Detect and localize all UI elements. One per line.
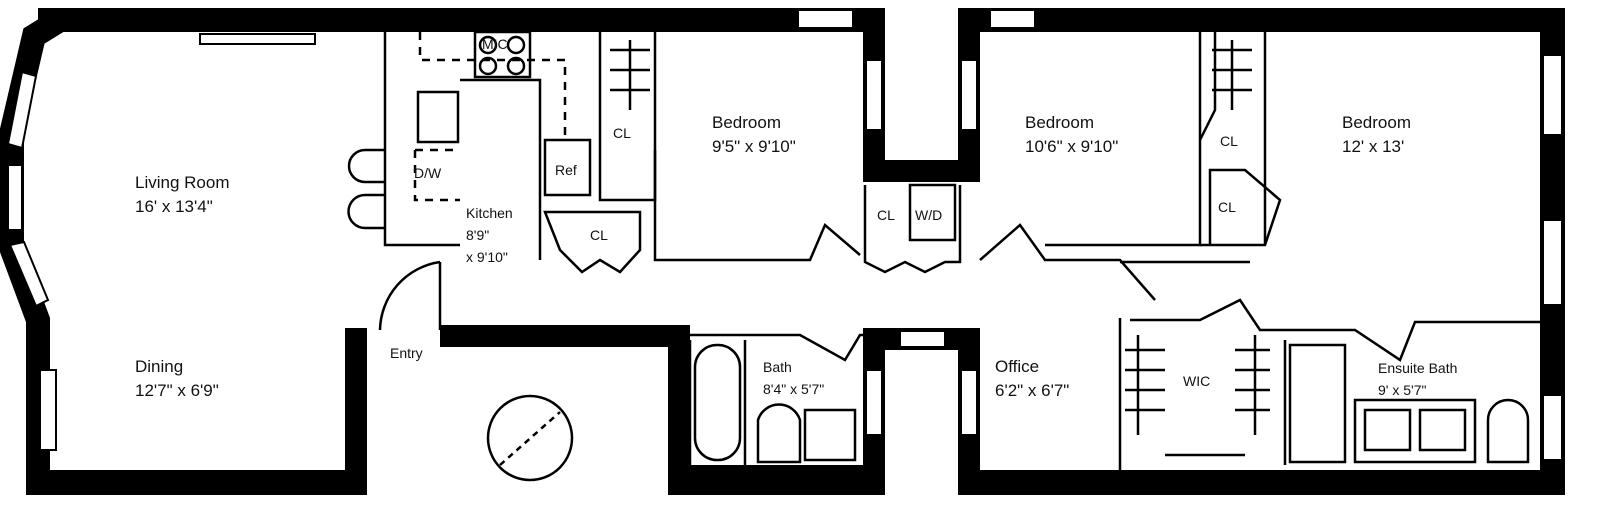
- interior-walls: [378, 32, 1540, 470]
- bedroom1-size: 9'5" x 9'10": [712, 137, 796, 156]
- double-vanity: [1353, 398, 1477, 464]
- closet-rods: [610, 40, 1252, 110]
- bath-label: Bath: [763, 359, 792, 375]
- microwave-label: MIC: [482, 36, 508, 52]
- closet-label: CL: [1220, 133, 1238, 149]
- bedroom2-size: 10'6" x 9'10": [1025, 137, 1118, 156]
- bedroom3-label: Bedroom: [1342, 113, 1411, 132]
- wic-rods: [1125, 335, 1270, 457]
- bedroom3-size: 12' x 13': [1342, 137, 1404, 156]
- office-label: Office: [995, 357, 1039, 376]
- fixtures: [347, 30, 1530, 482]
- bath-sink: [803, 408, 857, 462]
- kitchen-size-1: 8'9": [466, 227, 489, 243]
- kitchen-sink: [416, 90, 460, 144]
- washer-dryer: [908, 183, 957, 242]
- room-labels: Living Room 16' x 13'4" Dining 12'7" x 6…: [135, 36, 1457, 400]
- refrigerator-label: Ref: [555, 162, 577, 178]
- ensuite-label: Ensuite Bath: [1378, 360, 1457, 376]
- dining-label: Dining: [135, 357, 183, 376]
- windows: [6, 9, 1563, 461]
- office-size: 6'2" x 6'7": [995, 381, 1069, 400]
- ensuite-size: 9' x 5'7": [1378, 382, 1426, 398]
- compass-icon: [486, 394, 574, 482]
- bedroom2-label: Bedroom: [1025, 113, 1094, 132]
- bathtub: [693, 343, 742, 462]
- closet-label: CL: [1218, 199, 1236, 215]
- kitchen-label: Kitchen: [466, 205, 513, 221]
- entry-label: Entry: [390, 345, 423, 361]
- cooktop: [473, 30, 532, 79]
- closet-label: CL: [590, 227, 608, 243]
- ensuite-toilet: [1486, 398, 1530, 464]
- toilet: [756, 403, 802, 464]
- bath-size: 8'4" x 5'7": [763, 381, 824, 397]
- exterior-walls: [0, 8, 1565, 495]
- closet-label: CL: [613, 125, 631, 141]
- kitchen-size-2: x 9'10": [466, 249, 508, 265]
- dishwasher-label: D/W: [414, 165, 442, 181]
- dining-size: 12'7" x 6'9": [135, 381, 219, 400]
- living-room-label: Living Room: [135, 173, 230, 192]
- bar-stools: [347, 148, 385, 230]
- living-room-size: 16' x 13'4": [135, 197, 213, 216]
- refrigerator: [543, 138, 592, 197]
- bedroom1-label: Bedroom: [712, 113, 781, 132]
- wic-label: WIC: [1183, 373, 1210, 389]
- washer-dryer-label: W/D: [915, 207, 942, 223]
- closet-label: CL: [877, 207, 895, 223]
